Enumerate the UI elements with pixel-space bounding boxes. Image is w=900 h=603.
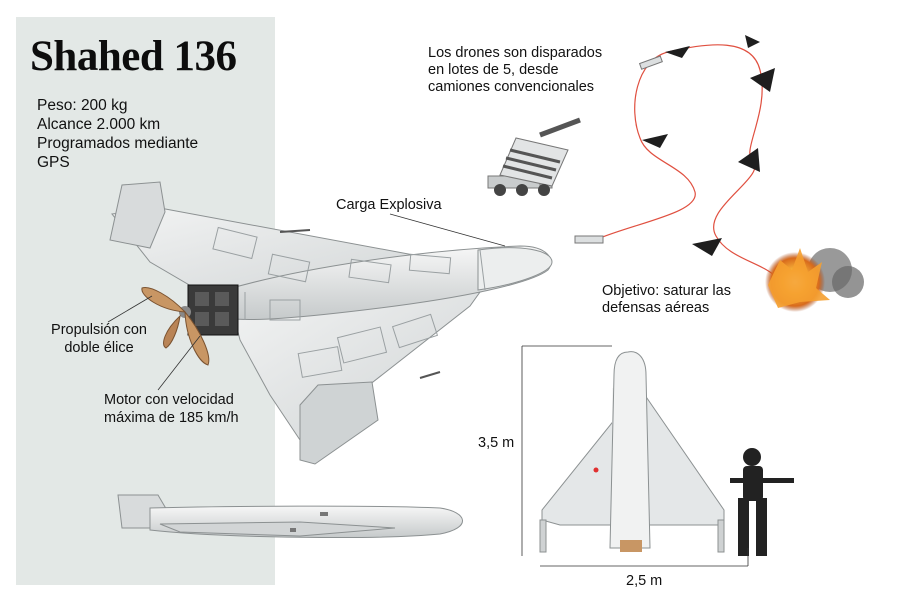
label-propulsion-line2: doble élice: [64, 340, 134, 356]
soldier-silhouette: [730, 448, 794, 556]
drone-propeller: [141, 287, 210, 366]
page-title: Shahed 136: [30, 33, 237, 80]
drone-main-illustration: [109, 181, 553, 465]
flight-drones: [574, 35, 775, 256]
label-lotes-line2: en lotes de 5, desde: [428, 62, 559, 78]
dimension-lines: [521, 345, 749, 567]
label-objetivo-line2: defensas aéreas: [602, 300, 710, 316]
label-lotes-line3: camiones convencionales: [428, 79, 595, 95]
drone-side-view: [117, 494, 463, 538]
drone-top-view: [539, 351, 725, 553]
flight-path: [599, 44, 776, 277]
spec-range: Alcance 2.000 km: [37, 116, 161, 133]
leader-carga: [389, 213, 506, 247]
spec-gps: GPS: [37, 154, 70, 171]
dimension-wingspan-label: 2,5 m: [626, 573, 663, 589]
explosion-icon: [765, 248, 864, 312]
drone-lower-winglet: [299, 381, 379, 465]
drone-nose-cone: [477, 247, 553, 291]
label-carga-explosiva: Carga Explosiva: [336, 197, 442, 213]
leader-propulsion: [107, 295, 153, 323]
label-lotes-line1: Los drones son disparados: [428, 45, 603, 61]
label-motor-line2: máxima de 185 km/h: [104, 410, 239, 426]
label-propulsion-line1: Propulsión con: [51, 322, 147, 338]
spec-weight: Peso: 200 kg: [37, 97, 128, 114]
label-objetivo-line1: Objetivo: saturar las: [602, 283, 731, 299]
launch-truck: [487, 117, 581, 196]
leader-motor: [157, 335, 201, 391]
dimension-length-label: 3,5 m: [478, 435, 515, 451]
drone-panel-lines: [212, 226, 486, 378]
spec-programmed: Programados mediante: [37, 135, 199, 152]
label-motor-line1: Motor con velocidad: [104, 392, 234, 408]
drone-upper-winglet: [109, 181, 166, 249]
